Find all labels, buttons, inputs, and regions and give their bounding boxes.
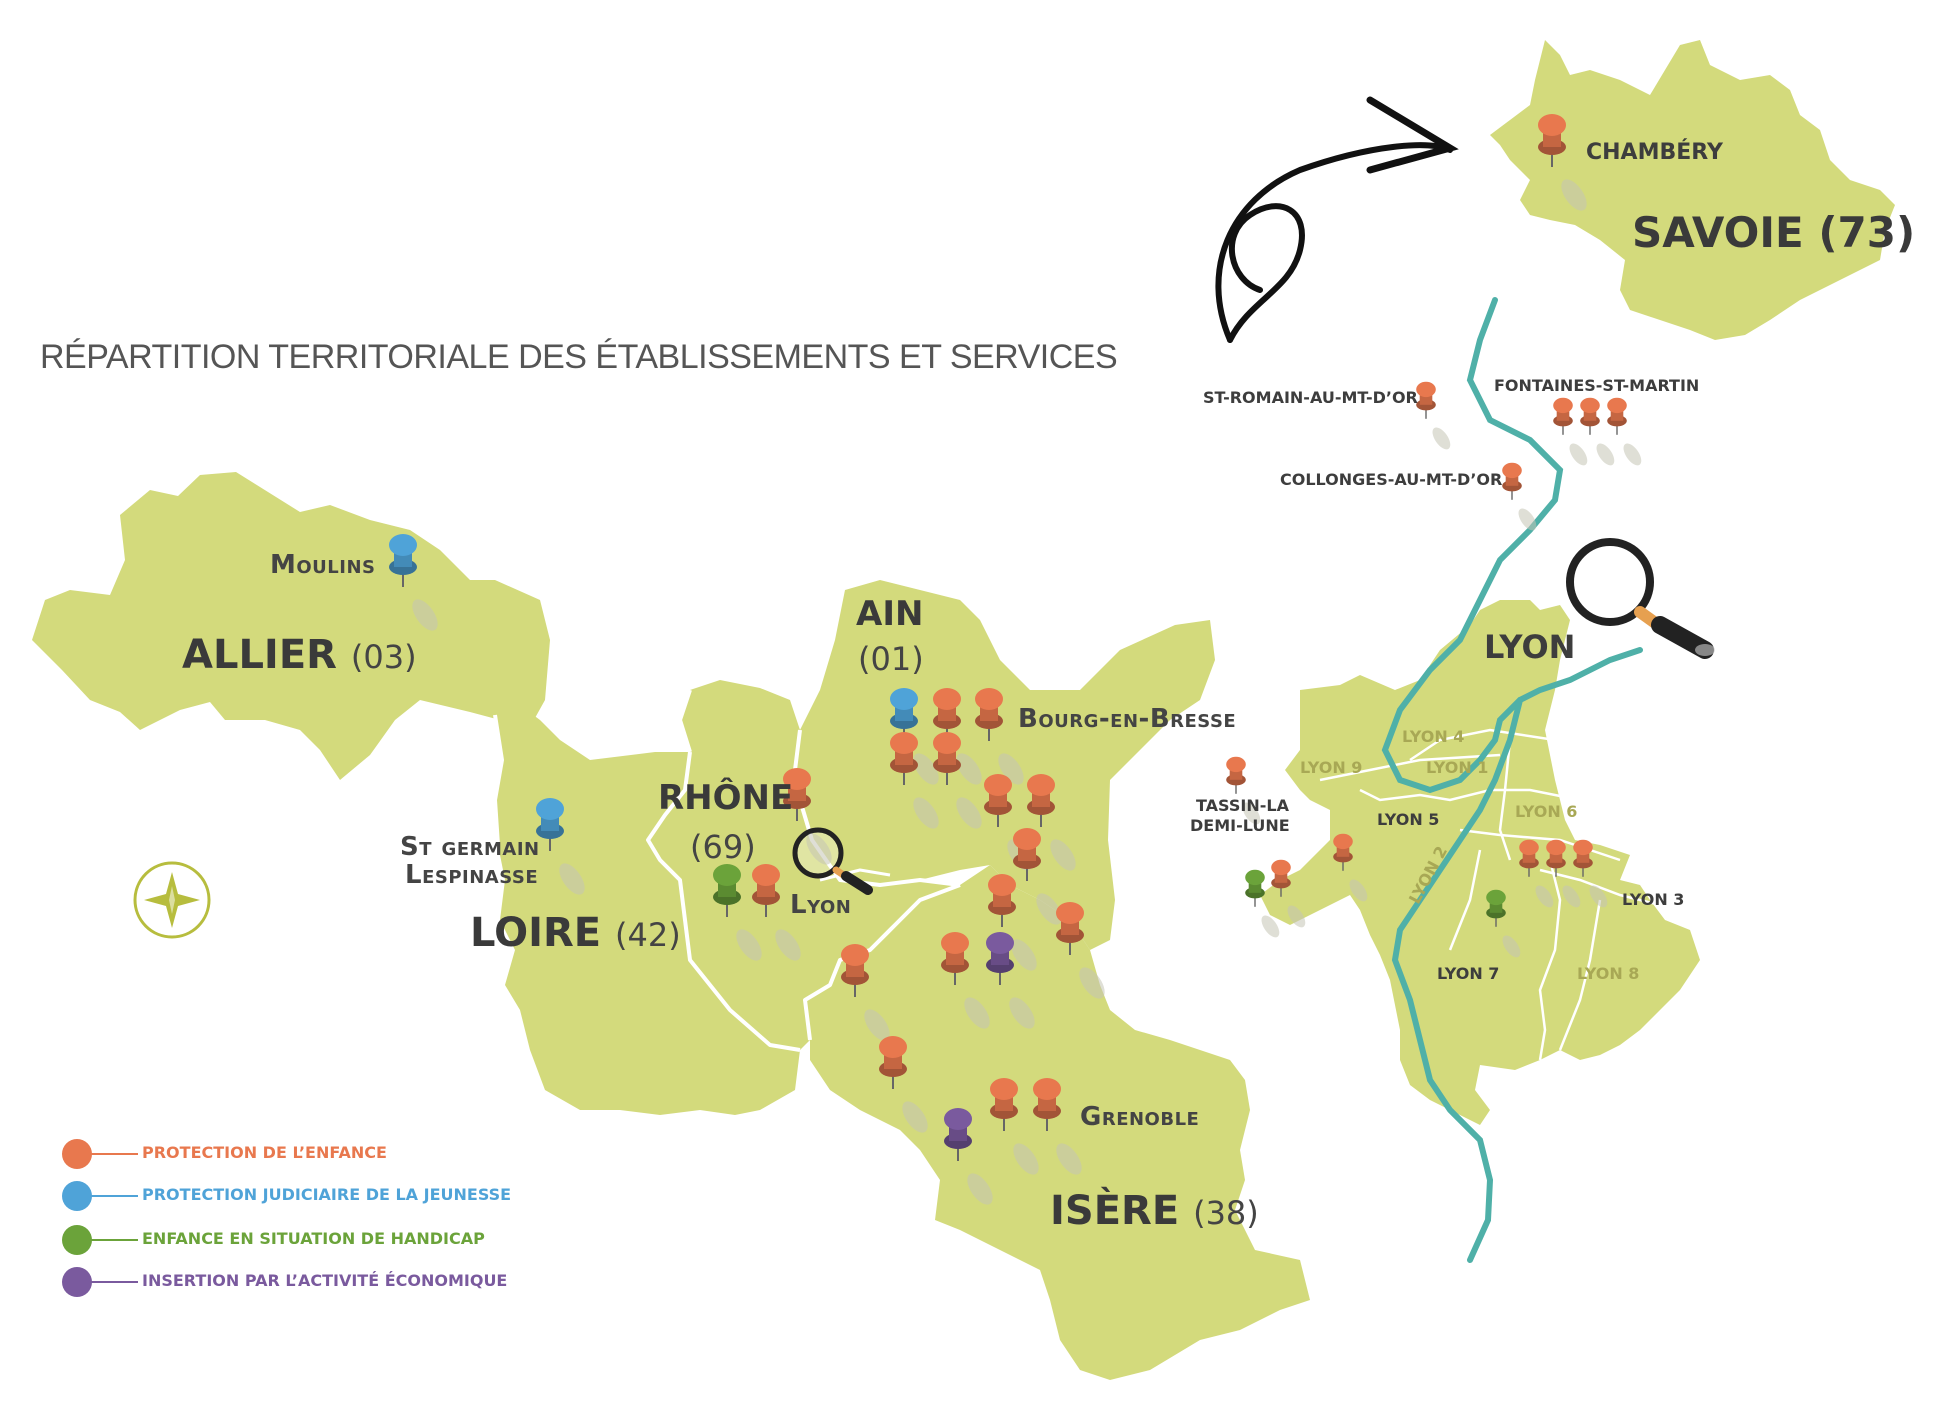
arr-lyon9: LYON 9	[1300, 758, 1363, 777]
push-pin-icon	[933, 688, 982, 785]
push-pin-icon	[941, 932, 990, 1029]
push-pin-icon	[988, 874, 1037, 971]
arr-lyon1: LYON 1	[1426, 758, 1489, 777]
push-pin-icon	[1027, 774, 1076, 871]
push-pin-icon	[944, 1108, 993, 1205]
arr-lyon8: LYON 8	[1577, 964, 1640, 983]
city-st-germain-label-2: Lespinasse	[405, 860, 539, 890]
dept-allier-name: ALLIER	[182, 632, 337, 678]
inset-tassin-label-1: TASSIN-LA	[1196, 796, 1289, 815]
arr-lyon6: LYON 6	[1515, 802, 1578, 821]
push-pin-icon	[1271, 859, 1306, 928]
push-pin-icon	[1607, 397, 1642, 466]
city-chambery-label: CHAMBÉRY	[1586, 140, 1723, 165]
push-pin-icon	[1573, 839, 1608, 908]
curved-arrow-icon	[1215, 96, 1459, 343]
lyon-inset-map	[1260, 297, 1701, 1263]
dept-savoie-label: SAVOIE (73)	[1632, 208, 1916, 257]
saone-river	[1391, 697, 1523, 1263]
dept-isere-number: (38)	[1193, 1194, 1259, 1232]
region-isere	[805, 865, 1310, 1380]
push-pin-icon	[1333, 833, 1368, 902]
push-pin-icon	[713, 864, 762, 961]
push-pin-icon	[1245, 869, 1280, 938]
dept-ain-name: AIN	[856, 594, 924, 634]
arr-lyon3: LYON 3	[1622, 890, 1685, 909]
region-rhone	[648, 680, 960, 1050]
dept-allier-number: (03)	[350, 638, 417, 676]
legend-graphics	[62, 1139, 138, 1297]
push-pin-icon	[1502, 462, 1537, 531]
dept-isere-name: ISÈRE	[1050, 1188, 1180, 1234]
push-pin-icon	[536, 798, 585, 895]
inset-lyon-land	[1260, 600, 1700, 1125]
dept-isere-label: ISÈRE (38)	[1050, 1188, 1259, 1234]
push-pin-icon	[1033, 1078, 1082, 1175]
push-pin-icon	[890, 688, 939, 785]
push-pin-icon	[933, 732, 982, 829]
compass-rose-icon	[133, 861, 211, 939]
legend-item-insertion: INSERTION PAR L’ACTIVITÉ ÉCONOMIQUE	[142, 1271, 508, 1290]
pin-markers	[389, 114, 1642, 1205]
dept-loire-name: LOIRE	[470, 910, 602, 956]
arr-lyon5: LYON 5	[1377, 810, 1440, 829]
city-st-germain-label-1: St germain	[400, 832, 540, 862]
city-lyon-label: Lyon	[790, 890, 852, 920]
push-pin-icon	[986, 932, 1035, 1029]
push-pin-icon	[1519, 839, 1554, 908]
inset-collonges-label: COLLONGES-AU-MT-D’OR	[1280, 470, 1503, 489]
push-pin-icon	[1416, 381, 1451, 450]
push-pin-icon	[752, 864, 801, 961]
legend-item-protection-enfance: PROTECTION DE L’ENFANCE	[142, 1143, 387, 1162]
push-pin-icon	[1538, 114, 1587, 211]
push-pin-icon	[890, 732, 939, 829]
dept-loire-label: LOIRE (42)	[470, 910, 681, 956]
push-pin-icon	[990, 1078, 1039, 1175]
push-pin-icon	[879, 1036, 928, 1133]
push-pin-icon	[1486, 889, 1521, 958]
push-pin-icon	[841, 944, 890, 1041]
magnifier-icon-large	[1566, 538, 1715, 659]
dept-rhone-name: RHÔNE	[658, 778, 794, 818]
dept-rhone-number: (69)	[690, 828, 756, 866]
inset-fontaines-label: FONTAINES-ST-MARTIN	[1494, 376, 1700, 395]
region-allier	[32, 472, 550, 780]
main-map	[32, 472, 1310, 1380]
map-title: RÉPARTITION TERRITORIALE DES ÉTABLISSEME…	[40, 338, 1118, 376]
city-moulins-label: Moulins	[270, 550, 376, 580]
push-pin-icon	[1553, 397, 1588, 466]
dept-allier-label: ALLIER (03)	[182, 632, 417, 678]
push-pin-icon	[1580, 397, 1615, 466]
dept-ain-number: (01)	[858, 640, 924, 678]
region-savoie	[1490, 40, 1895, 340]
push-pin-icon	[975, 688, 1024, 785]
push-pin-icon	[1226, 756, 1261, 825]
push-pin-icon	[1013, 828, 1062, 925]
push-pin-icon	[389, 534, 438, 631]
push-pin-icon	[1056, 902, 1105, 999]
arr-lyon7: LYON 7	[1437, 964, 1500, 983]
city-grenoble-label: Grenoble	[1080, 1102, 1200, 1132]
push-pin-icon	[783, 768, 832, 865]
arrondissement-borders	[1319, 728, 1701, 1061]
legend-item-pjj: PROTECTION JUDICIAIRE DE LA JEUNESSE	[142, 1185, 512, 1204]
inset-lyon-title: LYON	[1484, 628, 1576, 666]
inset-tassin-label-2: DEMI-LUNE	[1190, 816, 1290, 835]
arr-lyon4: LYON 4	[1402, 727, 1465, 746]
push-pin-icon	[1546, 839, 1581, 908]
legend-item-handicap: ENFANCE EN SITUATION DE HANDICAP	[142, 1229, 485, 1248]
dept-loire-number: (42)	[615, 916, 681, 954]
city-bourg-en-bresse-label: Bourg-en-Bresse	[1018, 704, 1237, 734]
inset-st-romain-label: ST-ROMAIN-AU-MT-D’OR	[1203, 388, 1418, 407]
region-loire	[495, 705, 800, 1115]
